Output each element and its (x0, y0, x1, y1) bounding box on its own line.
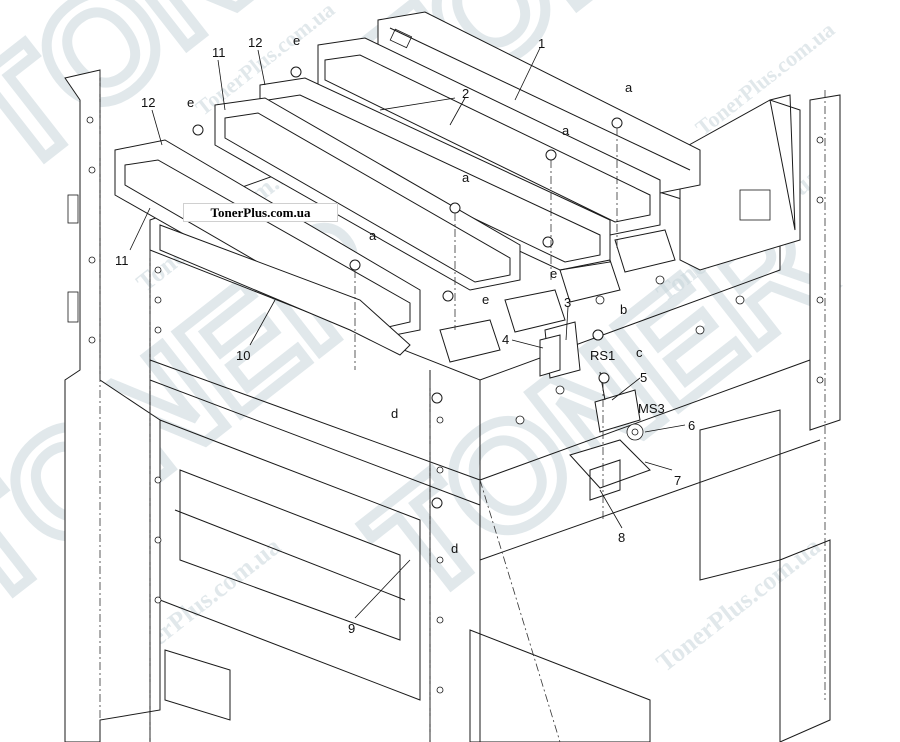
callout-8: 8 (618, 530, 625, 545)
callout-ms3: MS3 (638, 401, 665, 416)
callout-b: b (620, 302, 627, 317)
callout-11-lower: 11 (115, 253, 129, 268)
callout-12-upper: 12 (248, 35, 262, 50)
callout-e-3: e (550, 266, 557, 281)
callout-d-1: d (391, 406, 398, 421)
watermark-site-4: TonerPlus.com.ua (651, 532, 826, 678)
screw-e-2 (192, 124, 204, 136)
callout-7: 7 (674, 473, 681, 488)
callout-d-2: d (451, 541, 458, 556)
callout-rs1: RS1 (590, 348, 615, 363)
callout-c: c (636, 345, 643, 360)
callout-1: 1 (538, 36, 545, 51)
part-10-bar (159, 224, 411, 356)
leader-lines (129, 47, 686, 619)
screw-e-4 (442, 290, 454, 302)
callout-4: 4 (502, 332, 509, 347)
screws (192, 66, 623, 509)
callout-11-upper: 11 (212, 45, 226, 60)
callout-e-2: e (187, 95, 194, 110)
sensor-assembly (539, 321, 651, 501)
screw-a-4 (349, 259, 361, 271)
screw-a-2 (545, 149, 557, 161)
screw-axes (354, 128, 618, 520)
site-banner: TonerPlus.com.ua (183, 203, 338, 222)
screw-b (592, 329, 604, 341)
screw-d-2 (431, 497, 443, 509)
callout-10: 10 (236, 348, 250, 363)
callout-12-lower: 12 (141, 95, 155, 110)
part-11-12-duct-lower (114, 139, 421, 341)
callout-2: 2 (462, 86, 469, 101)
screw-a-3 (449, 202, 461, 214)
screw-c (598, 372, 610, 384)
callout-a-4: a (369, 228, 377, 243)
screw-e-3 (542, 236, 554, 248)
mount-pads (439, 229, 676, 363)
callout-9: 9 (348, 621, 355, 636)
callout-6: 6 (688, 418, 695, 433)
callout-a-1: a (625, 80, 633, 95)
left-side-frame (64, 69, 161, 742)
callout-a-3: a (462, 170, 470, 185)
callout-3: 3 (564, 295, 571, 310)
main-chassis (149, 119, 821, 742)
callout-5: 5 (640, 370, 647, 385)
screw-e-1 (290, 66, 302, 78)
part-11-12-duct-upper (214, 97, 521, 291)
screw-a-1 (611, 117, 623, 129)
callout-e-1: e (293, 33, 300, 48)
callout-a-2: a (562, 123, 570, 138)
callout-labels: 1 2 3 4 5 6 7 8 9 10 11 11 12 12 a a a a… (115, 33, 695, 636)
screw-d-1 (431, 392, 443, 404)
callout-e-4: e (482, 292, 489, 307)
right-side-frame (679, 90, 841, 742)
